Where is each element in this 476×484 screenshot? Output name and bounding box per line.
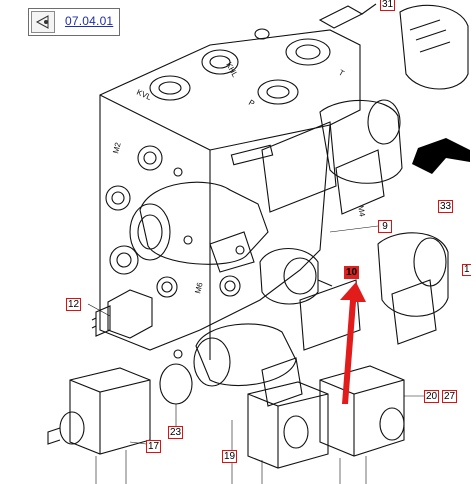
back-button[interactable]	[31, 11, 55, 33]
engraved-m2: M2	[111, 141, 123, 154]
callout-31-partial[interactable]: 31	[380, 0, 396, 11]
page-reference-link[interactable]: 07.04.01	[65, 14, 114, 28]
callout-1-partial[interactable]: 1	[462, 264, 471, 276]
callout-23[interactable]: 23	[168, 426, 184, 439]
reference-nav: 07.04.01	[28, 8, 120, 36]
callout-12[interactable]: 12	[66, 298, 82, 311]
callout-9[interactable]: 9	[378, 220, 392, 233]
callout-20[interactable]: 20	[424, 390, 440, 403]
engraved-t: T	[337, 68, 346, 78]
engraved-p: P	[247, 98, 256, 108]
callout-33[interactable]: 33	[438, 200, 454, 213]
highlight-arrow	[340, 282, 366, 404]
direction-arrow	[412, 138, 470, 174]
callout-19[interactable]: 19	[222, 450, 238, 463]
callout-17[interactable]: 17	[146, 440, 162, 453]
callout-27[interactable]: 27	[442, 390, 458, 403]
engraved-m4: M4	[356, 205, 367, 218]
engraved-m6: M6	[193, 281, 205, 294]
triangle-left-icon	[35, 15, 49, 29]
callout-10[interactable]: 10	[344, 266, 360, 279]
